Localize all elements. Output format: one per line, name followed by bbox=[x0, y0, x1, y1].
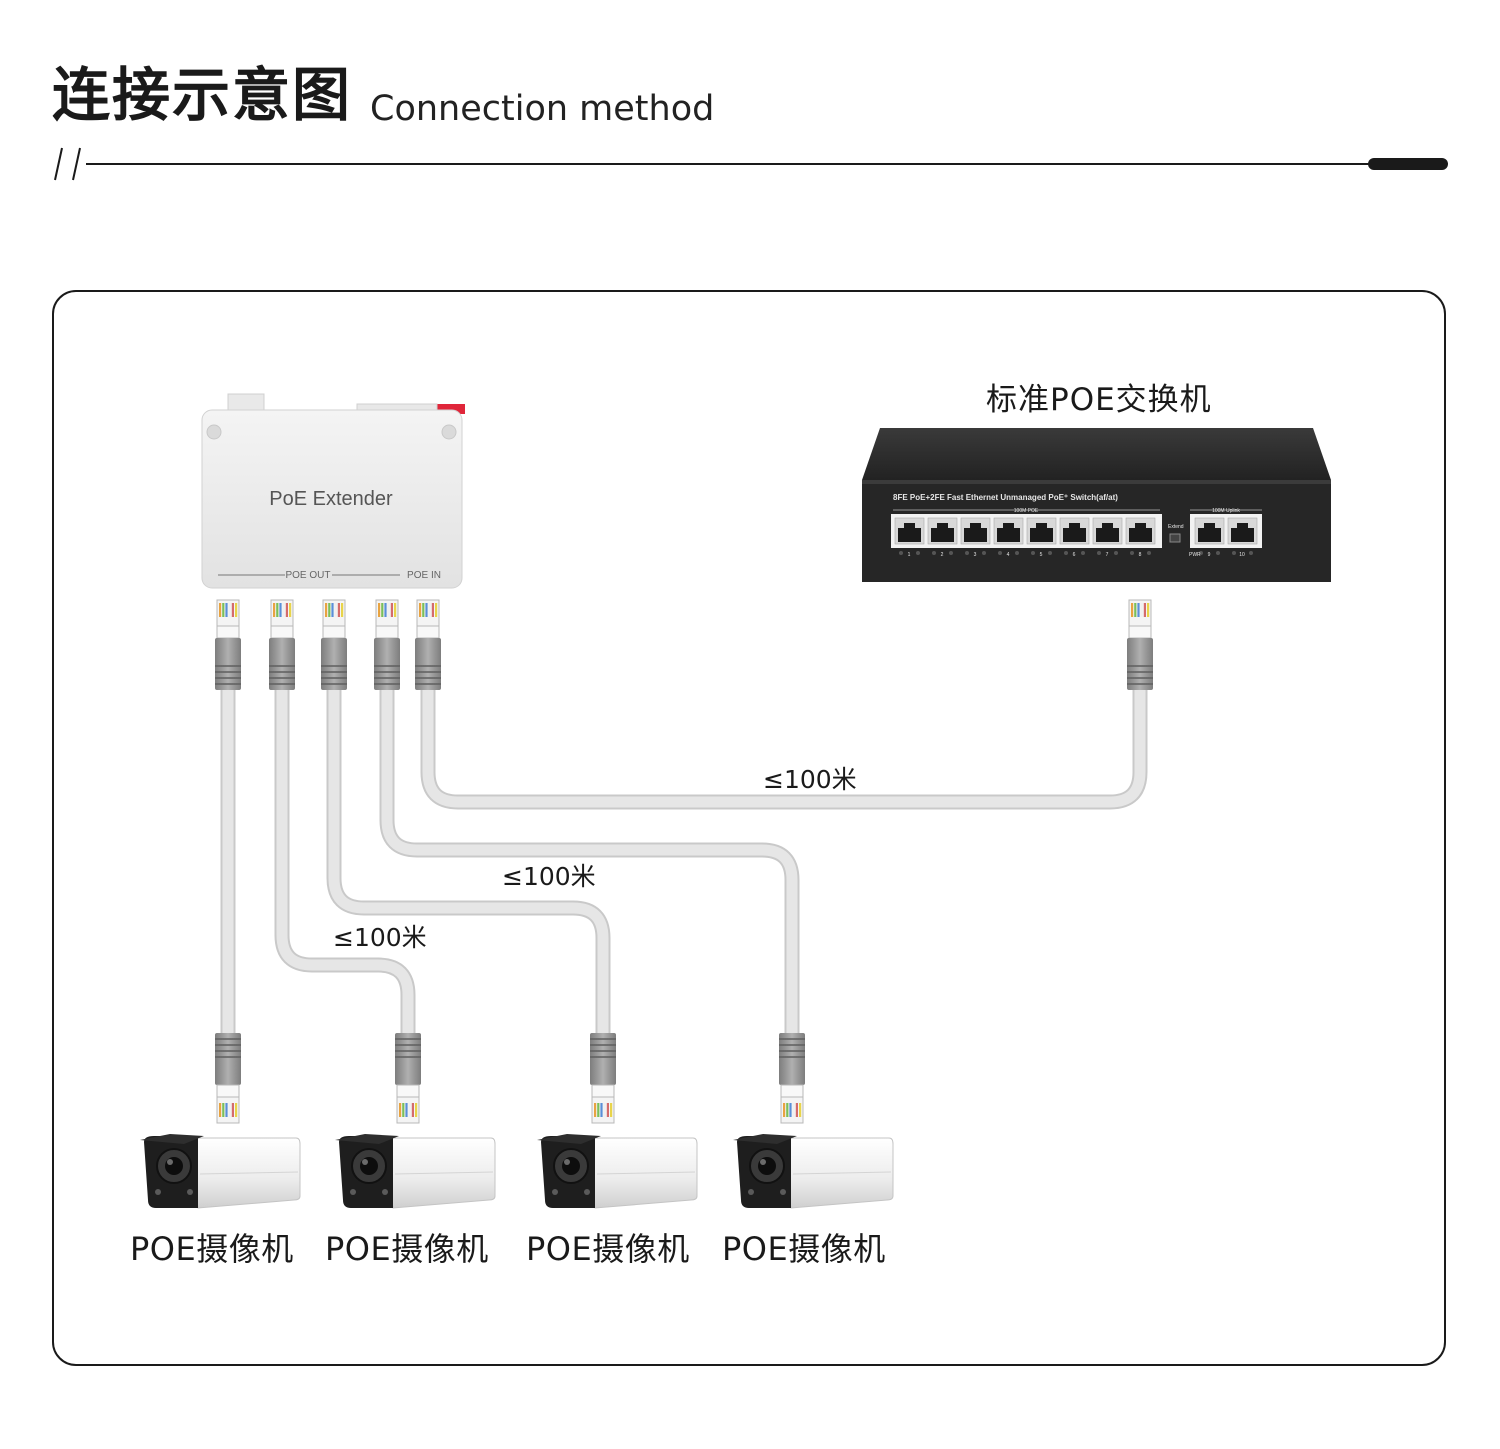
extender-connector-4 bbox=[374, 599, 400, 690]
page-title-cn: 连接示意图 bbox=[52, 61, 353, 129]
switch-port-number: 2 bbox=[941, 552, 944, 558]
switch-model-text: 8FE PoE+2FE Fast Ethernet Unmanaged PoE⁺… bbox=[893, 493, 1118, 502]
switch-port-number: 5 bbox=[1040, 552, 1043, 558]
extender-connector-1 bbox=[215, 599, 241, 690]
extend-switch bbox=[1169, 533, 1181, 543]
switch-ports: 1 2 3 4 5 6 7 8 9 10 bbox=[894, 517, 1258, 558]
switch-group-poe: 100M POE bbox=[1014, 508, 1039, 514]
switch-pwr-label: PWR bbox=[1189, 552, 1201, 558]
switch-port-2: 2 bbox=[927, 517, 958, 558]
switch-group-uplink: 100M Uplink bbox=[1212, 508, 1240, 514]
cable-switch-extender bbox=[420, 690, 1148, 810]
cables bbox=[220, 690, 1148, 1035]
camera-2 bbox=[335, 1134, 496, 1209]
diagram-frame bbox=[52, 290, 1446, 1366]
camera-4 bbox=[733, 1134, 894, 1209]
poe-switch: 8FE PoE+2FE Fast Ethernet Unmanaged PoE⁺… bbox=[862, 428, 1331, 582]
extender-poe-in-label: POE IN bbox=[407, 570, 441, 581]
camera-label-4: POE摄像机 bbox=[722, 1230, 886, 1268]
switch-port-number: 3 bbox=[974, 552, 977, 558]
cable-camera-2 bbox=[274, 690, 416, 1035]
switch-title: 标准POE交换机 bbox=[986, 382, 1212, 418]
extender-connector-3 bbox=[321, 599, 347, 690]
distance-label-camera-2: ≤100米 bbox=[333, 923, 427, 952]
poe-extender: PoE Extender POE OUT POE IN bbox=[201, 393, 465, 589]
switch-port-number: 4 bbox=[1007, 552, 1010, 558]
camera-label-3: POE摄像机 bbox=[526, 1230, 690, 1268]
camera-label-1: POE摄像机 bbox=[130, 1230, 294, 1268]
switch-port-4: 4 bbox=[993, 517, 1024, 558]
switch-port-number: 1 bbox=[908, 552, 911, 558]
rj45-connectors bbox=[215, 599, 1153, 1124]
switch-port-number: 6 bbox=[1073, 552, 1076, 558]
page-title-en: Connection method bbox=[370, 89, 715, 129]
switch-port-9: 9 bbox=[1194, 517, 1225, 558]
camera-3 bbox=[537, 1134, 698, 1209]
switch-port-number: 9 bbox=[1208, 552, 1211, 558]
switch-port-6: 6 bbox=[1059, 517, 1090, 558]
switch-port-5: 5 bbox=[1026, 517, 1057, 558]
extender-connector-5 bbox=[415, 599, 441, 690]
extender-connector-2 bbox=[269, 599, 295, 690]
switch-port-number: 8 bbox=[1139, 552, 1142, 558]
switch-port-number: 7 bbox=[1106, 552, 1109, 558]
cable-camera-3 bbox=[326, 690, 611, 1035]
switch-port-3: 3 bbox=[960, 517, 991, 558]
camera-connector-3 bbox=[590, 1033, 616, 1124]
extender-label: PoE Extender bbox=[269, 488, 393, 510]
distance-label-camera-3: ≤100米 bbox=[502, 862, 596, 891]
title-divider bbox=[54, 147, 1448, 181]
switch-port-7: 7 bbox=[1092, 517, 1123, 558]
switch-extend-label: Extend bbox=[1168, 524, 1184, 530]
distance-label-switch: ≤100米 bbox=[763, 765, 857, 794]
cameras bbox=[140, 1134, 894, 1209]
switch-port-number: 10 bbox=[1239, 552, 1245, 558]
extender-poe-out-label: POE OUT bbox=[285, 570, 330, 581]
switch-connector bbox=[1127, 599, 1153, 690]
switch-port-8: 8 bbox=[1125, 517, 1156, 558]
camera-connector-4 bbox=[779, 1033, 805, 1124]
switch-port-10: 10 bbox=[1227, 517, 1258, 558]
cable-camera-4 bbox=[379, 690, 800, 1035]
camera-1 bbox=[140, 1134, 301, 1209]
camera-label-2: POE摄像机 bbox=[325, 1230, 489, 1268]
camera-connector-2 bbox=[395, 1033, 421, 1124]
switch-port-1: 1 bbox=[894, 517, 925, 558]
camera-connector-1 bbox=[215, 1033, 241, 1124]
